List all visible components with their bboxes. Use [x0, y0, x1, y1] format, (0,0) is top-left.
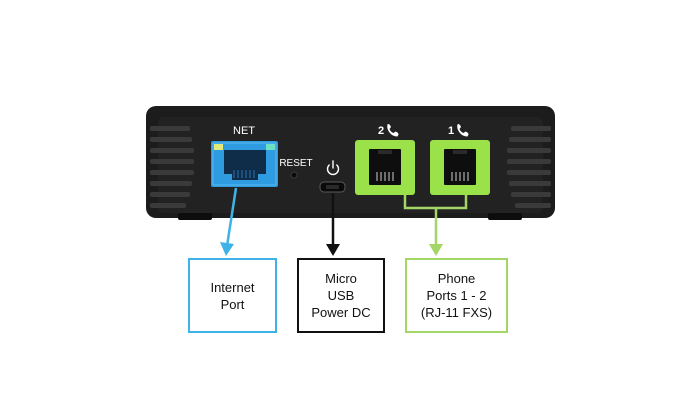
reset-label: RESET: [279, 158, 312, 169]
callout-line: USB: [327, 288, 355, 303]
net-led-right: [266, 144, 275, 150]
net-led-left: [214, 144, 223, 150]
callout-line: Internet: [210, 279, 255, 295]
phone-icon: [387, 124, 399, 137]
callout-line: Phone: [437, 271, 476, 286]
phone-port-1-label: 1: [448, 125, 454, 137]
callout-line: Power DC: [311, 305, 371, 320]
power-callout: Micro USB Power DC: [297, 258, 385, 333]
device-body: [146, 106, 555, 220]
phone-connector-arrow: [403, 195, 468, 256]
callout-line: (RJ-11 FXS): [420, 305, 493, 320]
net-label: NET: [233, 125, 255, 137]
internet-connector-arrow: [220, 187, 238, 256]
reset-button[interactable]: [290, 171, 298, 179]
vent-right: [507, 126, 551, 208]
phone-icon: [457, 124, 469, 137]
power-connector-arrow: [326, 193, 340, 256]
phone-ports-callout: Phone Ports 1 - 2 (RJ-11 FXS): [405, 258, 508, 333]
ethernet-port: [211, 141, 278, 187]
power-icon: [326, 160, 340, 176]
callout-line: Port: [220, 296, 245, 312]
phone-port-2: [355, 140, 415, 195]
phone-port-2-label: 2: [378, 125, 384, 137]
vent-left: [150, 126, 194, 208]
phone-port-1: [430, 140, 490, 195]
callout-line: Micro: [325, 271, 357, 286]
callout-line: Ports 1 - 2: [426, 288, 487, 303]
internet-port-callout: Internet Port: [188, 258, 277, 333]
